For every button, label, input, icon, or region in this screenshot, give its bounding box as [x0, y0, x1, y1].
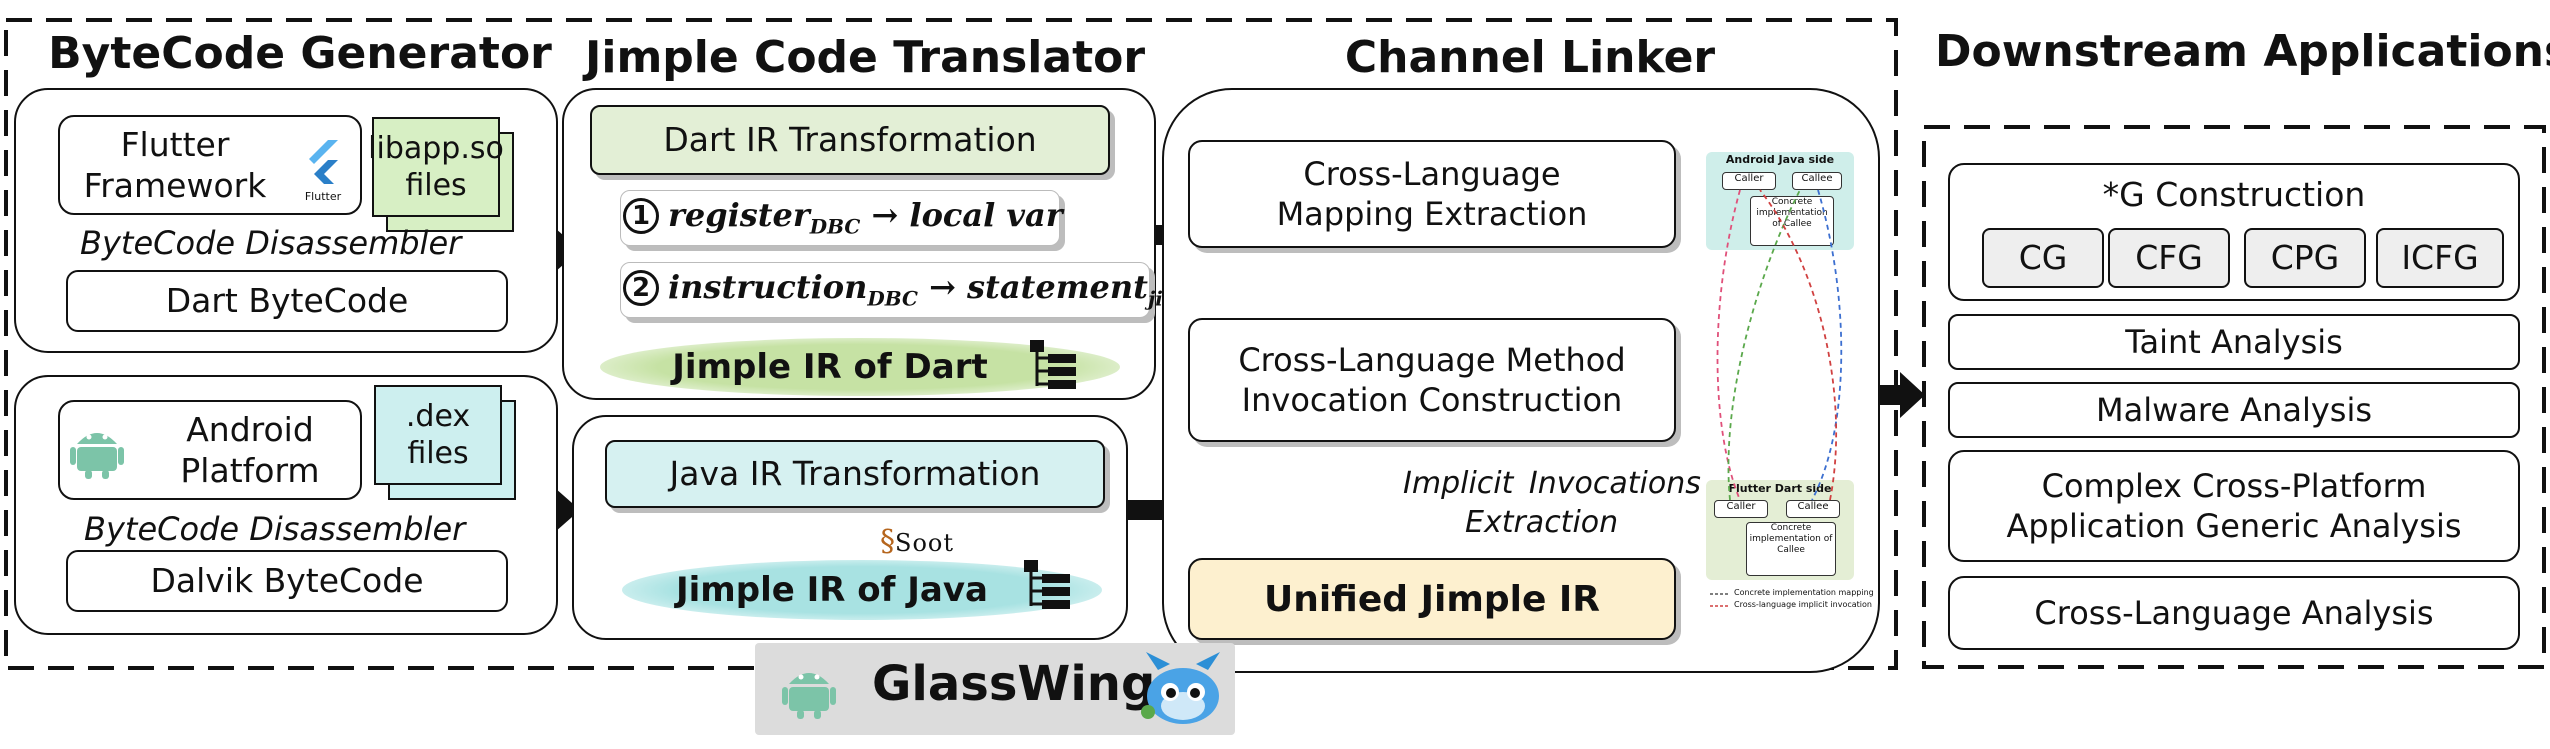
step2-card: [620, 262, 1150, 318]
graph-cg: CG: [1982, 228, 2104, 288]
dart-ir-transformation-label: Dart IR Transformation: [663, 120, 1037, 160]
step2-lhs: instruction: [668, 268, 868, 306]
g-construction-label: *G Construction: [2102, 175, 2366, 215]
dart-ir-transformation-box: Dart IR Transformation: [590, 105, 1110, 175]
flutter-framework-label: Flutter Framework: [83, 124, 267, 205]
mini-concrete-a: Concrete implementation of Callee: [1750, 196, 1834, 246]
unified-jimple-ir-box: Unified Jimple IR: [1188, 558, 1676, 640]
tree-list-icon-java: [1024, 560, 1070, 609]
mini-legend-1: Concrete implementation mapping: [1734, 588, 1874, 597]
libapp-file: libapp.so files: [368, 117, 504, 217]
section-title-bytecode-generator: ByteCode Generator: [48, 28, 552, 79]
mapping-extraction-box: Cross-Language Mapping Extraction: [1188, 140, 1676, 248]
implicit-label-1: Implicit Invocations: [1403, 466, 1701, 501]
libapp-file-label: libapp.so files: [368, 130, 504, 204]
java-ir-transformation-box: Java IR Transformation: [605, 440, 1105, 508]
mini-concrete-b: Concrete implementation of Callee: [1746, 522, 1836, 576]
dalvik-bytecode-box: Dalvik ByteCode: [66, 550, 508, 612]
soot-logo-text: Soot: [895, 529, 954, 557]
mini-dashed-links: [1710, 189, 1843, 607]
step2-number: 2: [623, 270, 659, 306]
block-arrow-to-downstream: [1862, 372, 1925, 418]
jimple-ir-java-label: Jimple IR of Java: [676, 569, 988, 610]
disassembler-label-1: ByteCode Disassembler: [80, 224, 462, 262]
step1-number: 1: [623, 198, 659, 234]
cross-language-analysis-label: Cross-Language Analysis: [2034, 594, 2434, 632]
dex-file: .dex files: [374, 385, 502, 485]
glasswing-mascot-icon: [1141, 652, 1220, 724]
section-title-jimple-translator: Jimple Code Translator: [585, 32, 1146, 83]
dalvik-bytecode-label: Dalvik ByteCode: [150, 561, 424, 601]
flutter-logo: Flutter: [298, 138, 348, 208]
mini-callee-a: Callee: [1792, 172, 1842, 190]
jimple-ir-java-blob: Jimple IR of Java: [622, 560, 1102, 620]
malware-analysis-label: Malware Analysis: [2095, 391, 2373, 429]
android-icon: [70, 420, 124, 484]
step2-sub: DBC: [867, 286, 918, 311]
mini-caller-b: Caller: [1714, 500, 1768, 518]
tree-list-icon-dart: [1030, 340, 1076, 389]
section-title-channel-linker: Channel Linker: [1344, 32, 1716, 83]
mini-flutter-title: Flutter Dart side: [1728, 482, 1832, 495]
step1-rule: registerDBC → local var: [668, 196, 1063, 238]
cross-language-analysis-box: Cross-Language Analysis: [1948, 576, 2520, 650]
step1-lhs: register: [668, 196, 810, 234]
android-robot-icon: [70, 433, 124, 479]
mini-android-title: Android Java side: [1725, 153, 1835, 166]
step1-rhs: → local var: [871, 196, 1063, 234]
graph-cfg: CFG: [2108, 228, 2230, 288]
flutter-logo-caption: Flutter: [304, 190, 342, 203]
complex-analysis-label: Complex Cross-Platform Application Gener…: [2006, 467, 2462, 545]
flutter-framework-box: Flutter Framework: [58, 115, 362, 215]
g-construction-title: *G Construction: [1948, 172, 2520, 218]
graph-cpg: CPG: [2244, 228, 2366, 288]
unified-jimple-ir-label: Unified Jimple IR: [1263, 578, 1601, 620]
malware-analysis-box: Malware Analysis: [1948, 382, 2520, 438]
taint-analysis-label: Taint Analysis: [2125, 323, 2343, 361]
disassembler-label-2: ByteCode Disassembler: [84, 510, 466, 548]
dex-file-label: .dex files: [405, 398, 471, 472]
java-ir-transformation-label: Java IR Transformation: [669, 454, 1041, 494]
graph-icfg: ICFG: [2376, 228, 2504, 288]
complex-analysis-box: Complex Cross-Platform Application Gener…: [1948, 450, 2520, 562]
downstream-dashed-frame: [1922, 125, 2546, 669]
step1-sub: DBC: [809, 214, 861, 239]
taint-analysis-box: Taint Analysis: [1948, 314, 2520, 370]
step1-card: [620, 190, 1060, 246]
mapping-extraction-label: Cross-Language Mapping Extraction: [1276, 155, 1588, 233]
dart-bytecode-box: Dart ByteCode: [66, 270, 508, 332]
step2-rhs: → statement: [929, 268, 1148, 306]
soot-logo: §Soot: [880, 524, 954, 559]
implicit-label-2: Extraction: [1465, 505, 1619, 540]
method-invocation-label: Cross-Language Method Invocation Constru…: [1238, 341, 1626, 419]
glasswing-name: GlassWing: [872, 656, 1156, 712]
android-platform-label: Android Platform: [180, 409, 320, 490]
dart-bytecode-label: Dart ByteCode: [165, 281, 409, 321]
glasswing-android-icon: [782, 673, 836, 719]
jimple-ir-dart-label: Jimple IR of Dart: [672, 346, 988, 387]
step2-rule: instructionDBC → statementjim: [668, 268, 1184, 310]
mini-legend-2: Cross-language implicit invocation: [1734, 600, 1872, 609]
section-title-downstream: Downstream Applications: [1935, 26, 2550, 77]
flutter-logo-icon: [309, 140, 338, 184]
mini-implicit-diagram: Android Java side Caller Callee Concrete…: [1700, 148, 1874, 609]
mini-caller-a: Caller: [1722, 172, 1776, 190]
method-invocation-box: Cross-Language Method Invocation Constru…: [1188, 318, 1676, 442]
mini-callee-b: Callee: [1786, 500, 1840, 518]
